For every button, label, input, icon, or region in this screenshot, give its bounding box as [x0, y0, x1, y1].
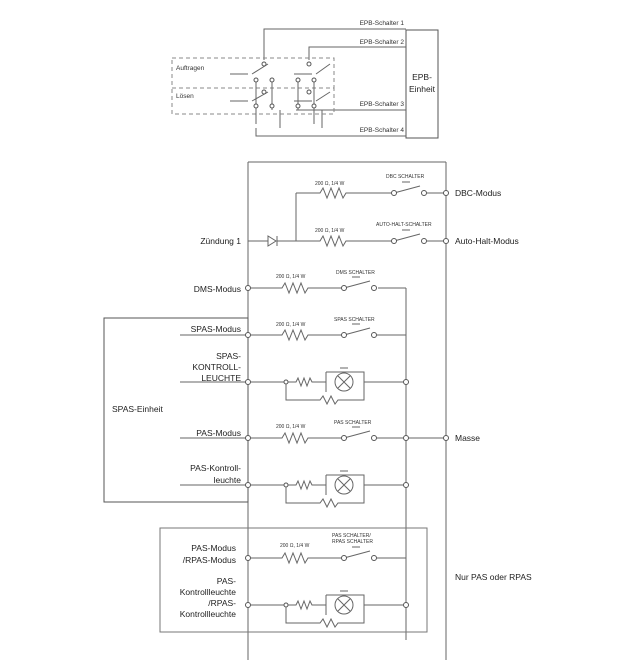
autohold-switch-label: AUTO-HALT-SCHALTER — [376, 222, 432, 228]
spas-lamp-label-2: KONTROLL- — [192, 362, 241, 372]
spas-lamp-label-3: LEUCHTE — [201, 373, 241, 383]
ground-label: Masse — [455, 433, 480, 443]
pas-mode-label: PAS-Modus — [196, 428, 241, 438]
spas-switch-label: SPAS SCHALTER — [334, 317, 375, 323]
apply-label: Auftragen — [176, 65, 205, 72]
pas-resistor-label: 200 Ω, 1/4 W — [276, 424, 306, 430]
epb-unit-label-1: EPB- — [412, 72, 432, 82]
rpas-resistor-label: 200 Ω, 1/4 W — [280, 543, 310, 549]
spas-unit-label: SPAS-Einheit — [112, 404, 164, 414]
autohold-resistor-label: 200 Ω, 1/4 W — [315, 228, 345, 234]
rpas-mode-label-1: PAS-Modus — [191, 543, 236, 553]
dbc-resistor-label: 200 Ω, 1/4 W — [315, 181, 345, 187]
autohold-mode-label: Auto-Halt-Modus — [455, 236, 519, 246]
pas-switch-label: PAS SCHALTER — [334, 420, 372, 426]
epb-switch-3-label: EPB-Schalter 3 — [360, 101, 405, 108]
spas-unit-box — [103, 317, 249, 503]
epb-switch-1-label: EPB-Schalter 1 — [360, 20, 405, 27]
rpas-frame — [159, 527, 428, 633]
rpas-lamp-label-3: /RPAS- — [208, 598, 236, 608]
epb-unit-box — [405, 29, 439, 139]
pas-lamp-label-1: PAS-Kontroll- — [190, 463, 241, 473]
epb-unit-label-2: Einheit — [409, 84, 436, 94]
pas-lamp-label-2: leuchte — [214, 475, 242, 485]
dbc-mode-label: DBC-Modus — [455, 188, 501, 198]
rpas-mode-label-2: /RPAS-Modus — [183, 555, 236, 565]
rpas-note: Nur PAS oder RPAS — [455, 572, 532, 582]
spas-lamp-label-1: SPAS- — [216, 351, 241, 361]
rpas-lamp-label-1: PAS- — [217, 576, 236, 586]
spas-mode-label: SPAS-Modus — [191, 324, 241, 334]
ignition-label: Zündung 1 — [200, 236, 241, 246]
epb-switch-diagram: EPB- Einheit EPB-Schalter 1 EPB-Schalter… — [171, 20, 439, 139]
main-circuit: Zündung 1 200 Ω, 1/4 W DBC SCHALTER DBC-… — [103, 161, 532, 660]
dms-switch-label: DMS SCHALTER — [336, 270, 375, 276]
rpas-switch-label-1: PAS SCHALTER/ — [332, 533, 371, 539]
rpas-lamp-label-2: Kontrollleuchte — [180, 587, 237, 597]
epb-switch-4-label: EPB-Schalter 4 — [360, 127, 405, 134]
rpas-lamp-label-4: Kontrollleuchte — [180, 609, 237, 619]
dms-resistor-label: 200 Ω, 1/4 W — [276, 274, 306, 280]
dms-mode-label: DMS-Modus — [194, 284, 241, 294]
dbc-switch-label: DBC SCHALTER — [386, 174, 425, 180]
rpas-switch-label-2: RPAS SCHALTER — [332, 539, 373, 545]
epb-switch-2-label: EPB-Schalter 2 — [360, 39, 405, 46]
spas-resistor-label: 200 Ω, 1/4 W — [276, 322, 306, 328]
release-label: Lösen — [176, 93, 194, 100]
